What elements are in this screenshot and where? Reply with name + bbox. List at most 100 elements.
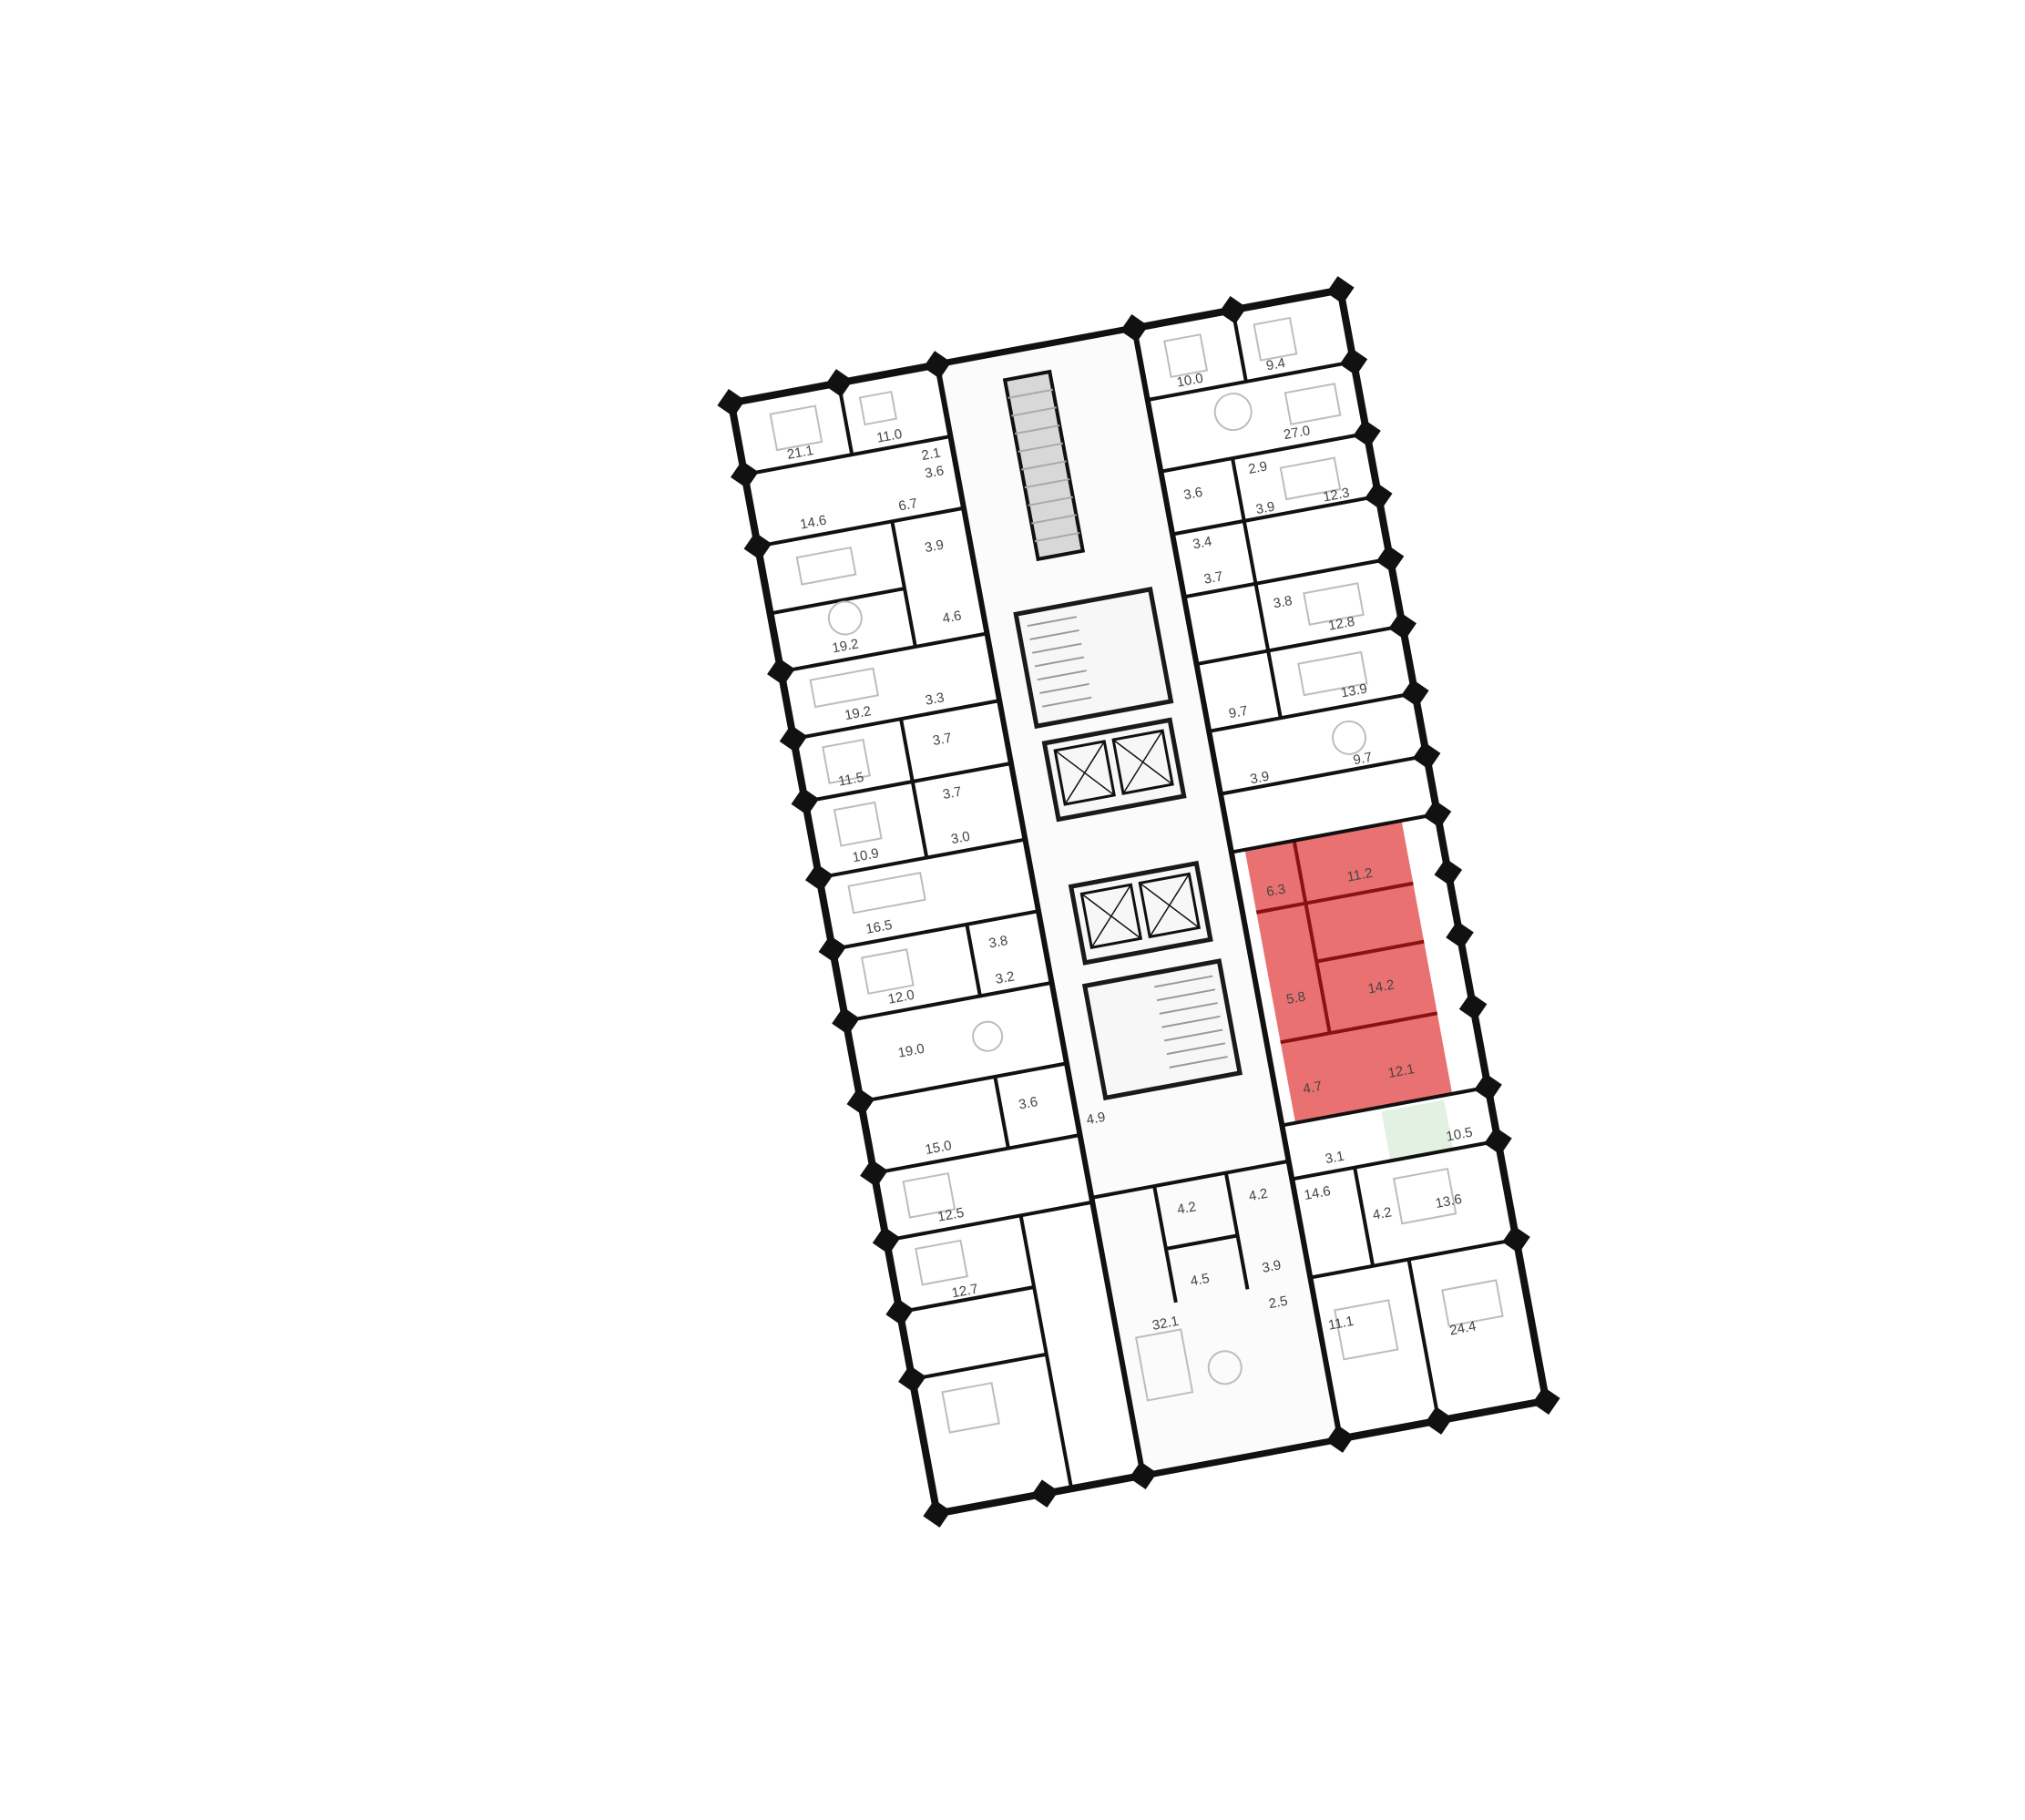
room-area-label: 12.1 <box>1386 1061 1416 1081</box>
room-area-label: 3.9 <box>924 537 946 557</box>
room-area-label: 11.1 <box>1327 1314 1355 1334</box>
room-area-label: 24.4 <box>1448 1318 1478 1338</box>
room-area-label: 3.7 <box>932 731 954 750</box>
room-area-label: 6.3 <box>1265 882 1287 901</box>
room-area-label: 4.6 <box>941 608 963 627</box>
room-area-label: 11.5 <box>837 770 865 790</box>
column-marker <box>779 724 808 753</box>
room-area-label: 3.4 <box>1191 534 1213 553</box>
room-area-label: 12.3 <box>1322 485 1351 505</box>
column-marker <box>898 1365 926 1394</box>
room-area-label: 14.6 <box>1303 1183 1332 1203</box>
column-marker <box>730 460 759 489</box>
highlight-fill <box>1244 820 1453 1123</box>
room-area-label: 12.7 <box>950 1281 979 1301</box>
column-marker <box>1458 992 1488 1021</box>
room-area-label: 3.8 <box>987 933 1009 952</box>
room-area-label: 10.9 <box>851 845 880 865</box>
column-marker <box>1425 1406 1453 1435</box>
room-area-label: 3.9 <box>1261 1257 1283 1276</box>
column-marker <box>923 351 952 379</box>
room-area-label: 15.0 <box>924 1138 953 1158</box>
room-area-label: 10.5 <box>1445 1125 1474 1145</box>
room-area-label: 3.7 <box>941 784 963 803</box>
room-area-label: 19.2 <box>844 703 873 723</box>
column-marker <box>1364 482 1393 510</box>
column-marker <box>1219 295 1247 324</box>
left-wing-walls <box>743 383 1093 1489</box>
room-area-label: 32.1 <box>1151 1314 1181 1334</box>
room-area-label: 2.5 <box>1267 1293 1289 1313</box>
room-area-label: 5.8 <box>1285 989 1307 1008</box>
furniture <box>769 316 1504 1434</box>
room-area-label: 4.2 <box>1247 1186 1269 1205</box>
column-marker <box>1531 1386 1560 1415</box>
column-marker <box>846 1087 875 1116</box>
shaft-strip <box>1002 369 1086 562</box>
room-area-label: 21.1 <box>786 443 815 463</box>
column-marker <box>1353 419 1381 448</box>
room-area-label: 12.0 <box>886 987 915 1007</box>
room-area-labels: 21.1 11.0 14.6 6.7 3.6 2.1 19.2 3.9 4.6 … <box>786 355 1478 1339</box>
elevators-lower <box>1068 860 1213 966</box>
column-marker <box>804 864 834 892</box>
column-marker <box>717 389 746 417</box>
column-marker <box>885 1298 914 1326</box>
building: 21.1 11.0 14.6 6.7 3.6 2.1 19.2 3.9 4.6 … <box>717 276 1560 1528</box>
center-bottom-walls <box>1090 1159 1290 1304</box>
right-wing-walls <box>1147 309 1517 1421</box>
column-marker <box>1325 1425 1355 1453</box>
room-area-label: 3.0 <box>950 829 972 848</box>
room-area-label: 3.6 <box>924 463 946 482</box>
room-area-label: 12.5 <box>936 1205 966 1225</box>
room-area-label: 9.7 <box>1352 750 1374 769</box>
room-area-label: 19.0 <box>896 1041 926 1061</box>
highlighted-apartment[interactable] <box>1244 820 1453 1123</box>
column-marker <box>767 658 795 686</box>
room-area-label: 6.7 <box>897 496 919 515</box>
room-area-label: 3.2 <box>994 968 1016 987</box>
room-area-label: 3.9 <box>1249 769 1271 788</box>
room-area-label: 3.1 <box>1324 1149 1345 1168</box>
column-marker <box>1484 1127 1512 1155</box>
column-marker <box>1339 347 1368 376</box>
column-marker <box>1446 921 1474 949</box>
core-stairs-bottom <box>1081 958 1243 1101</box>
room-area-label: 3.9 <box>1254 499 1276 518</box>
room-area-label: 19.2 <box>831 636 860 656</box>
room-area-label: 11.2 <box>1345 865 1374 885</box>
room-area-label: 2.1 <box>920 445 942 465</box>
room-area-label: 4.2 <box>1176 1199 1198 1218</box>
room-area-label: 4.9 <box>1085 1109 1107 1129</box>
column-marker <box>1030 1479 1059 1508</box>
perimeter-columns <box>717 276 1560 1528</box>
column-marker <box>1502 1225 1530 1253</box>
column-marker <box>1412 741 1441 771</box>
room-area-label: 2.9 <box>1247 458 1269 477</box>
column-marker <box>1129 1461 1158 1489</box>
column-marker <box>1326 276 1355 304</box>
room-area-label: 3.8 <box>1272 593 1294 612</box>
balcony <box>1381 1099 1454 1161</box>
column-marker <box>832 1007 860 1036</box>
column-marker <box>923 1499 951 1528</box>
column-marker <box>1376 545 1405 573</box>
room-area-label: 14.6 <box>799 513 828 533</box>
column-marker <box>1388 611 1416 640</box>
room-area-label: 4.5 <box>1189 1271 1211 1290</box>
column-marker <box>1401 679 1429 708</box>
core-stairs-top <box>1013 587 1174 730</box>
elevators-upper <box>1041 717 1187 823</box>
column-marker <box>1474 1073 1502 1101</box>
column-marker <box>824 369 853 397</box>
room-area-label: 11.0 <box>875 426 904 446</box>
room-area-label: 4.2 <box>1372 1204 1394 1223</box>
column-marker <box>860 1159 888 1188</box>
room-area-label: 13.6 <box>1434 1191 1463 1212</box>
column-marker <box>818 935 847 964</box>
room-area-label: 13.9 <box>1339 681 1368 701</box>
room-area-label: 3.7 <box>1202 568 1224 588</box>
room-area-label: 10.0 <box>1175 371 1204 391</box>
